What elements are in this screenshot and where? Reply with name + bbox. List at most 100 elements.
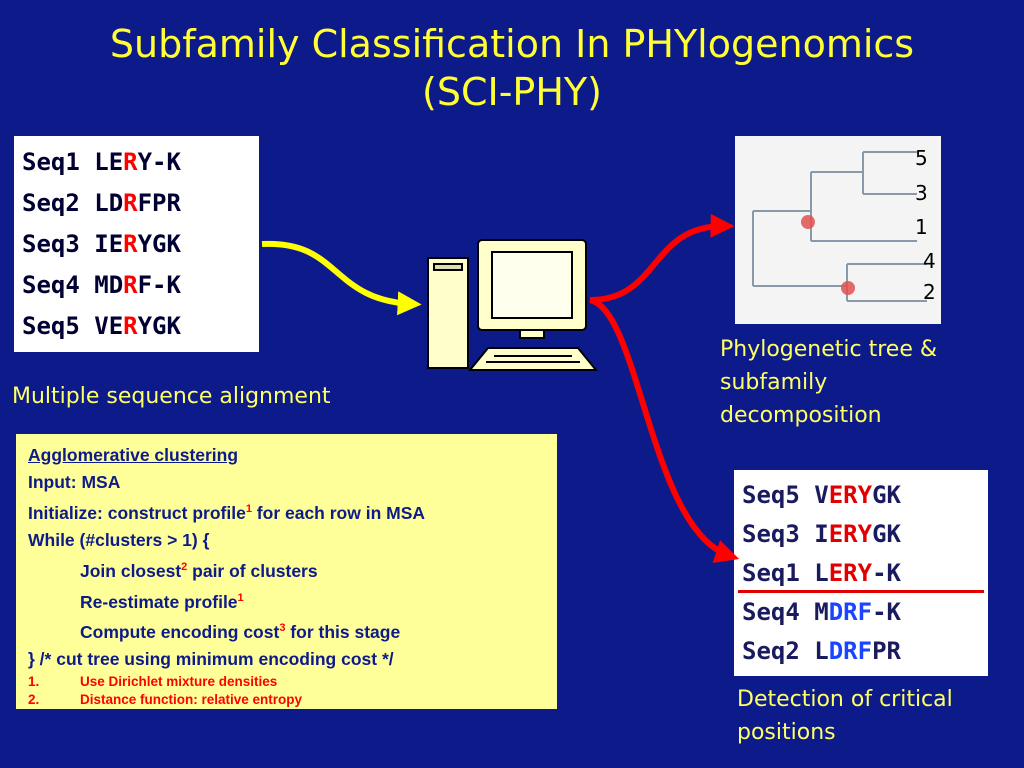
subfamily-divider xyxy=(738,590,984,593)
residue: K xyxy=(886,598,901,626)
residue: R xyxy=(843,481,858,509)
result-row: Seq4 MDRF-K xyxy=(740,593,982,632)
seq-prefix: MD xyxy=(94,271,124,299)
algorithm-compute: Compute encoding cost3 for this stage xyxy=(28,615,545,646)
join-text-post: pair of clusters xyxy=(187,560,318,581)
residue: Y xyxy=(857,559,873,587)
tree-caption: Phylogenetic tree & subfamily decomposit… xyxy=(720,333,937,432)
seq-suffix: Y-K xyxy=(137,148,181,176)
residue: R xyxy=(843,598,858,626)
title-line-2: (SCI-PHY) xyxy=(422,70,602,114)
msa-caption: Multiple sequence alignment xyxy=(12,384,331,409)
seq-prefix: VE xyxy=(94,312,124,340)
footnote-number: 1. xyxy=(28,674,40,690)
residue: V xyxy=(814,481,829,509)
caption-line: positions xyxy=(737,720,836,745)
footnote: 1.Use Dirichlet mixture densities xyxy=(28,673,545,691)
msa-row: Seq5 VERYGK xyxy=(22,306,251,347)
msa-row: Seq1 LERY-K xyxy=(22,142,251,183)
seq-name: Seq3 xyxy=(22,230,80,258)
algorithm-input: Input: MSA xyxy=(28,472,121,492)
residue: K xyxy=(886,520,901,548)
seq-prefix: IE xyxy=(94,230,124,258)
conserved-residue: R xyxy=(123,312,138,340)
cut-node-marker xyxy=(841,281,855,295)
residue: F xyxy=(857,598,873,626)
residue: L xyxy=(814,559,829,587)
input-arrow xyxy=(261,240,422,316)
slide-title: Subfamily Classification In PHYlogenomic… xyxy=(0,20,1024,116)
residue: E xyxy=(828,520,844,548)
footnote-ref: 2 xyxy=(181,560,188,573)
result-row: Seq5 VERYGK xyxy=(740,476,982,515)
residue: K xyxy=(886,481,901,509)
footnote-number: 2. xyxy=(28,692,40,708)
seq-prefix: LE xyxy=(94,148,124,176)
residue: M xyxy=(814,598,829,626)
caption-line: decomposition xyxy=(720,403,882,428)
conserved-residue: R xyxy=(123,148,138,176)
algorithm-close: } /* cut tree using minimum encoding cos… xyxy=(28,649,394,670)
seq-name: Seq1 xyxy=(742,559,800,587)
seq-name: Seq2 xyxy=(742,637,800,665)
result-caption: Detection of critical positions xyxy=(737,683,953,749)
result-row: Seq2 LDRFPR xyxy=(740,632,982,671)
result-row: Seq1 LERY-K xyxy=(740,554,982,593)
residue: G xyxy=(872,481,887,509)
computer-icon xyxy=(427,239,599,371)
join-text: Join closest xyxy=(80,560,182,581)
residue: I xyxy=(814,520,829,548)
compute-text-post: for this stage xyxy=(285,622,401,643)
seq-name: Seq1 xyxy=(22,148,80,176)
footnote: 2. Distance function: relative entropy xyxy=(28,691,545,709)
init-text-post: for each row in MSA xyxy=(251,502,426,523)
footnote-text: Distance function: relative entropy xyxy=(80,692,303,708)
seq-name: Seq3 xyxy=(742,520,800,548)
title-line-1: Subfamily Classification In PHYlogenomic… xyxy=(109,22,915,66)
seq-suffix: YGK xyxy=(137,230,181,258)
msa-box: Seq1 LERY-K Seq2 LDRFPR Seq3 IERYGK Seq4… xyxy=(14,136,259,352)
result-row: Seq3 IERYGK xyxy=(740,515,982,554)
seq-name: Seq5 xyxy=(742,481,800,509)
residue: L xyxy=(814,637,829,665)
footnote-ref: 1 xyxy=(237,591,244,604)
seq-prefix: LD xyxy=(94,189,124,217)
seq-name: Seq4 xyxy=(742,598,800,626)
residue: E xyxy=(828,481,844,509)
residue: - xyxy=(872,559,887,587)
residue: - xyxy=(872,598,887,626)
seq-suffix: F-K xyxy=(137,271,181,299)
leaf-label: 4 xyxy=(923,249,936,273)
residue: R xyxy=(843,520,858,548)
algorithm-initialize: Initialize: construct profile1 for each … xyxy=(28,496,545,527)
caption-line: Phylogenetic tree & xyxy=(720,337,938,362)
residue: R xyxy=(843,637,858,665)
leaf-label: 2 xyxy=(923,280,936,304)
algorithm-heading: Agglomerative clustering xyxy=(28,445,239,465)
seq-suffix: FPR xyxy=(137,189,181,217)
residue: K xyxy=(886,559,901,587)
caption-line: subfamily xyxy=(720,370,828,395)
residue: P xyxy=(872,637,887,665)
footnote-ref: 1 xyxy=(245,503,252,515)
seq-name: Seq2 xyxy=(22,189,80,217)
seq-name: Seq5 xyxy=(22,312,80,340)
init-text: Initialize: construct profile xyxy=(28,502,246,523)
residue: R xyxy=(843,559,858,587)
residue: D xyxy=(828,637,844,665)
leaf-label: 5 xyxy=(915,146,928,170)
tree-output-arrow xyxy=(589,213,735,303)
conserved-residue: R xyxy=(123,230,138,258)
reestimate-text: Re-estimate profile xyxy=(80,591,238,612)
algorithm-join: Join closest2 pair of clusters xyxy=(28,554,545,585)
algorithm-reestimate: Re-estimate profile1 xyxy=(28,585,545,616)
residue: Y xyxy=(857,520,873,548)
residue: Y xyxy=(857,481,873,509)
conserved-residue: R xyxy=(123,189,138,217)
msa-row: Seq2 LDRFPR xyxy=(22,183,251,224)
seq-name: Seq4 xyxy=(22,271,80,299)
leaf-label: 3 xyxy=(915,181,928,205)
residue: D xyxy=(828,598,844,626)
tree-diagram xyxy=(752,151,927,302)
